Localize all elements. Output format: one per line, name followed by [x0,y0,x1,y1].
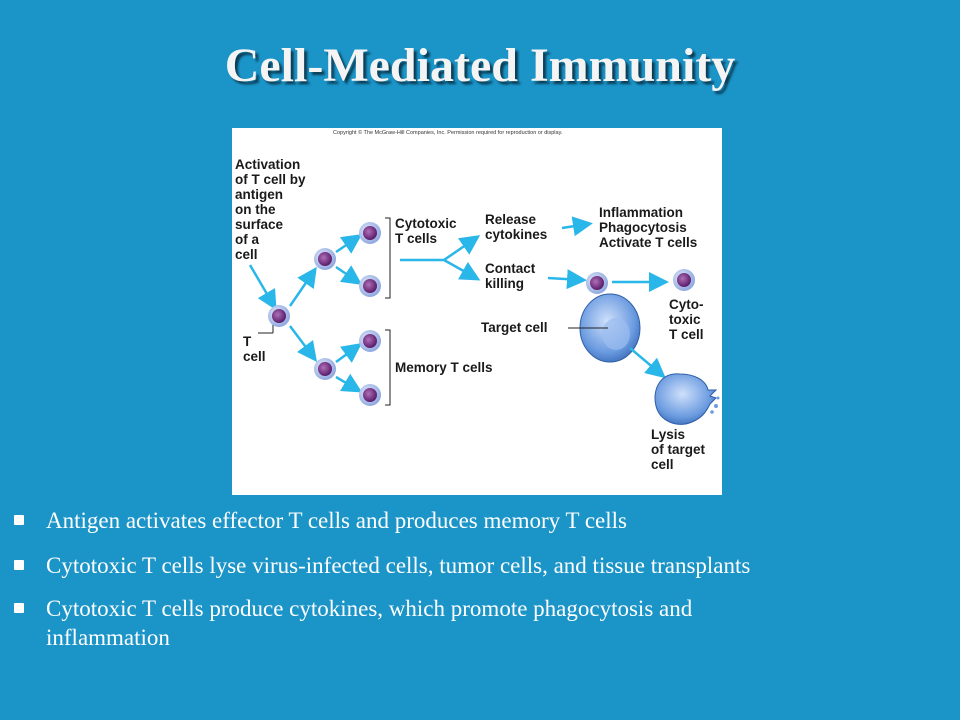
svg-text:Inflammation: Inflammation [599,205,683,220]
svg-text:T cells: T cells [395,231,437,246]
bullet-list: Antigen activates effector T cells and p… [14,506,814,666]
effects-label: Inflammation Phagocytosis Activate T cel… [599,205,697,250]
diagram-svg: Copyright © The McGraw-Hill Companies, I… [235,129,720,472]
svg-text:killing: killing [485,276,524,291]
svg-text:on the: on the [235,202,276,217]
activation-arrow [248,264,277,311]
svg-text:Release: Release [485,212,537,227]
svg-text:toxic: toxic [669,312,701,327]
contact-arrow [547,269,587,290]
slide-title: Cell-Mediated Immunity [224,39,736,92]
bullet-item: Antigen activates effector T cells and p… [14,506,814,535]
svg-text:cell: cell [243,349,266,364]
memory-bracket [385,329,391,406]
svg-text:Contact: Contact [485,261,536,276]
svg-text:of T cell by: of T cell by [235,172,306,187]
svg-text:Cytotoxic: Cytotoxic [395,216,457,231]
memory-cell-1 [359,330,381,352]
square-bullet-icon [14,560,24,570]
cell-mediated-immunity-diagram: Copyright © The McGraw-Hill Companies, I… [232,128,722,495]
fork-arrow-release [443,235,481,262]
lysis-arrow [629,347,666,379]
cytotoxic-t-cells-label: Cytotoxic T cells [395,216,457,246]
memory-t-cells-label: Memory T cells [395,360,493,375]
svg-text:of target: of target [651,442,706,457]
upper-arrow-2 [335,265,363,285]
svg-text:Phagocytosis: Phagocytosis [599,220,687,235]
upper-arrow-1 [335,234,363,254]
svg-text:Activation: Activation [235,157,300,172]
lower-arrow-1 [335,343,363,364]
bullet-text: Antigen activates effector T cells and p… [46,508,627,533]
lysis-label: Lysis of target cell [651,427,706,472]
attached-t-cell [586,272,608,294]
svg-text:cell: cell [235,247,258,262]
upper-dividing-cell [314,248,336,270]
activation-label: Activation of T cell by antigen on the s… [235,157,306,262]
lower-arrow-2 [335,373,363,393]
svg-text:Lysis: Lysis [651,427,685,442]
release-cytokines-label: Release cytokines [485,212,547,242]
released-t-cell [673,269,695,291]
svg-text:cell: cell [651,457,674,472]
branch-arrow-down [289,325,317,362]
square-bullet-icon [14,515,24,525]
branch-arrow-up [288,266,317,307]
target-cell-label: Target cell [481,320,548,335]
t-cell-label: T cell [243,334,266,364]
cytotoxic-cell-2 [359,275,381,297]
square-bullet-icon [14,603,24,613]
release-arrow [561,216,593,237]
bullet-text: Cytotoxic T cells produce cytokines, whi… [46,596,693,650]
svg-text:T cell: T cell [669,327,704,342]
memory-cell-2 [359,384,381,406]
cytotoxic-cell-1 [359,222,381,244]
contact-killing-label: Contact killing [485,261,536,291]
fork-arrow-contact [443,258,481,281]
lower-dividing-cell [314,358,336,380]
cytotoxic-bracket [385,217,391,299]
bullet-text: Cytotoxic T cells lyse virus-infected ce… [46,553,751,578]
svg-text:T: T [243,334,252,349]
initial-t-cell [268,305,290,327]
svg-text:Cyto-: Cyto- [669,297,704,312]
bullet-item: Cytotoxic T cells lyse virus-infected ce… [14,551,814,580]
cyto-toxic-t-cell-label: Cyto- toxic T cell [669,297,704,342]
bullet-item: Cytotoxic T cells produce cytokines, whi… [14,594,814,652]
svg-text:surface: surface [235,217,284,232]
svg-text:cytokines: cytokines [485,227,547,242]
svg-text:Activate T cells: Activate T cells [599,235,697,250]
copyright-text: Copyright © The McGraw-Hill Companies, I… [333,129,563,136]
svg-text:antigen: antigen [235,187,283,202]
lysed-target-cell [654,373,720,425]
svg-text:of a: of a [235,232,259,247]
